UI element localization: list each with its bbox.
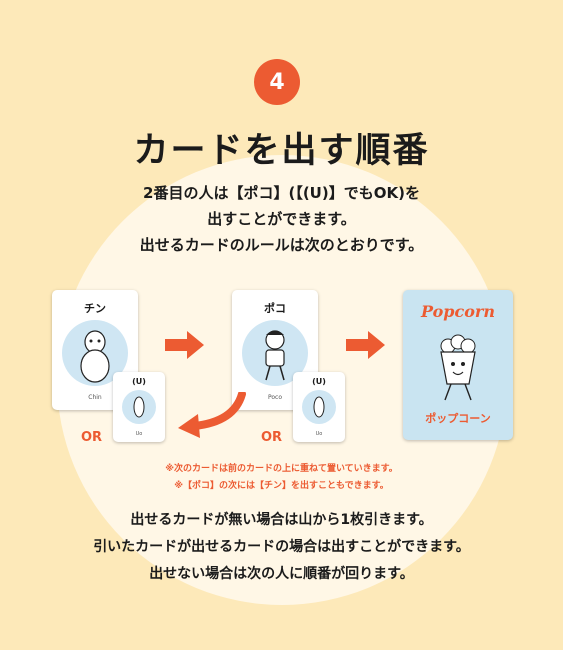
outro-line-3: 出せない場合は次の人に順番が回ります。 bbox=[149, 566, 414, 582]
step-number: 4 bbox=[269, 69, 285, 95]
intro-text: 2番目の人は【ポコ】(【(U)】でもOK)を 出すことができます。 出せるカード… bbox=[0, 180, 563, 258]
card-u-left-name: (U) bbox=[132, 377, 146, 386]
card-u-left-foot: Uo bbox=[135, 431, 143, 437]
page-title: カードを出す順番 bbox=[133, 131, 430, 171]
card-u-left-illustration bbox=[122, 390, 156, 424]
card-popcorn-foot: ポップコーン bbox=[425, 412, 491, 425]
card-u-right-name: (U) bbox=[312, 377, 326, 386]
card-chin-foot: Chin bbox=[88, 394, 102, 401]
or-label-right: OR bbox=[261, 430, 283, 445]
card-poco-illustration bbox=[242, 320, 308, 386]
intro-line-1: 2番目の人は【ポコ】(【(U)】でもOK)を bbox=[143, 184, 420, 202]
card-poco-name: ポコ bbox=[264, 302, 286, 315]
intro-line-2: 出すことができます。 bbox=[207, 210, 356, 228]
intro-line-3: 出せるカードのルールは次のとおりです。 bbox=[139, 236, 424, 254]
outro-line-1: 出せるカードが無い場合は山から1枚引きます。 bbox=[130, 512, 433, 528]
arrow-right-icon bbox=[346, 331, 385, 359]
outro-text: 出せるカードが無い場合は山から1枚引きます。 引いたカードが出せるカードの場合は… bbox=[0, 507, 563, 588]
outro-line-2: 引いたカードが出せるカードの場合は出すことができます。 bbox=[93, 539, 470, 555]
card-popcorn-name: Popcorn bbox=[421, 302, 495, 321]
card-popcorn: Popcorn ポップコーン bbox=[403, 290, 513, 440]
arrow-right-icon bbox=[165, 331, 204, 359]
card-chin-name: チン bbox=[84, 302, 106, 315]
card-u-right: (U) Uo bbox=[293, 372, 345, 442]
card-poco-foot: Poco bbox=[267, 394, 283, 401]
note-line-1: ※次のカードは前のカードの上に重ねて置いていきます。 bbox=[165, 464, 398, 474]
card-u-right-illustration bbox=[302, 390, 336, 424]
card-chin: チン Chin bbox=[52, 290, 138, 410]
notes: ※次のカードは前のカードの上に重ねて置いていきます。 ※【ポコ】の次には【チン】… bbox=[0, 461, 563, 495]
card-chin-illustration bbox=[62, 320, 128, 386]
popcorn-illustration bbox=[440, 334, 476, 401]
note-line-2: ※【ポコ】の次には【チン】を出すこともできます。 bbox=[174, 481, 389, 491]
step-number-badge: 4 bbox=[254, 59, 300, 105]
card-u-right-foot: Uo bbox=[315, 431, 323, 437]
curved-arrow-icon bbox=[178, 392, 246, 438]
card-u-left: (U) Uo bbox=[113, 372, 165, 442]
or-label-left: OR bbox=[81, 430, 103, 445]
